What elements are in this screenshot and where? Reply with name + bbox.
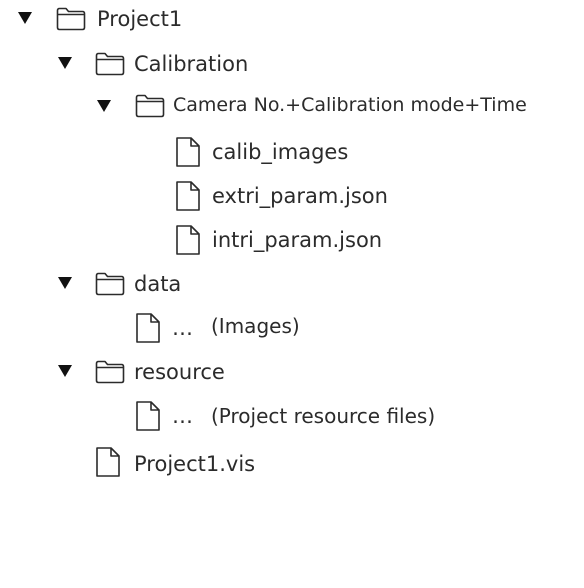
tree-item-calib-images[interactable]: calib_images xyxy=(212,140,349,164)
tree-item-intri-param[interactable]: intri_param.json xyxy=(212,228,383,252)
triangle-down-icon xyxy=(58,277,72,289)
tree-item-calibration[interactable]: Calibration xyxy=(134,52,249,76)
triangle-down-icon xyxy=(97,100,111,112)
tree-item-resource-note: (Project resource files) xyxy=(211,404,436,428)
triangle-down-icon xyxy=(58,365,72,377)
file-icon xyxy=(176,181,200,211)
folder-icon xyxy=(56,7,86,31)
tree-item-resource-ellipsis[interactable]: … xyxy=(172,404,193,428)
triangle-down-icon xyxy=(18,12,32,24)
expand-toggle-data[interactable] xyxy=(57,275,73,291)
tree-item-data[interactable]: data xyxy=(134,272,182,296)
tree-item-camera-folder[interactable]: Camera No.+Calibration mode+Time xyxy=(173,94,527,116)
tree-item-data-ellipsis[interactable]: … xyxy=(172,316,193,340)
tree-item-project1[interactable]: Project1 xyxy=(97,7,183,31)
tree-item-extri-param[interactable]: extri_param.json xyxy=(212,184,388,208)
tree-item-project-vis[interactable]: Project1.vis xyxy=(134,452,256,476)
folder-icon xyxy=(135,94,165,118)
expand-toggle-camera[interactable] xyxy=(96,98,112,114)
file-icon xyxy=(136,313,160,343)
expand-toggle-resource[interactable] xyxy=(57,363,73,379)
tree-item-resource[interactable]: resource xyxy=(134,360,225,384)
folder-icon xyxy=(95,272,125,296)
expand-toggle-project1[interactable] xyxy=(17,10,33,26)
folder-icon xyxy=(95,360,125,384)
folder-icon xyxy=(95,52,125,76)
file-icon xyxy=(176,137,200,167)
tree-item-data-note: (Images) xyxy=(211,314,300,338)
file-icon xyxy=(176,225,200,255)
expand-toggle-calibration[interactable] xyxy=(57,55,73,71)
file-icon xyxy=(136,401,160,431)
triangle-down-icon xyxy=(58,57,72,69)
file-icon xyxy=(96,447,120,477)
